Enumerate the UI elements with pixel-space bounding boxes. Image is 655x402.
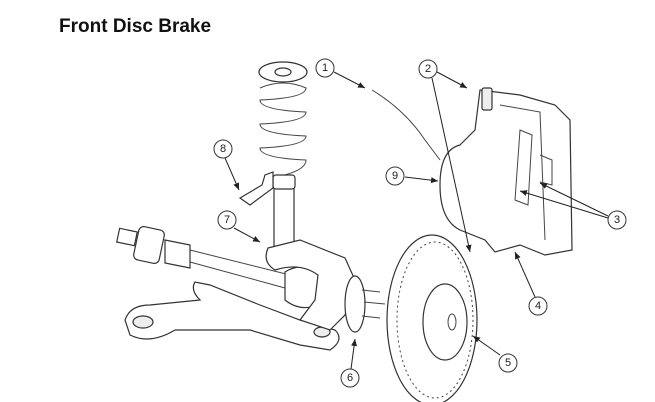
svg-text:2: 2 bbox=[425, 63, 431, 75]
strut-assembly bbox=[238, 61, 308, 248]
svg-text:4: 4 bbox=[535, 300, 541, 312]
svg-text:1: 1 bbox=[322, 62, 328, 74]
callout-3: 3 bbox=[607, 210, 627, 230]
callout-7: 7 bbox=[217, 210, 237, 230]
callout-8: 8 bbox=[213, 139, 233, 159]
svg-text:9: 9 bbox=[392, 170, 398, 182]
callout-2: 2 bbox=[418, 59, 438, 79]
callout-1: 1 bbox=[315, 58, 335, 78]
svg-text:7: 7 bbox=[224, 214, 230, 226]
wheel-hub bbox=[344, 275, 386, 333]
page-title: Front Disc Brake bbox=[59, 16, 212, 37]
steering-knuckle bbox=[265, 239, 356, 331]
svg-text:6: 6 bbox=[347, 372, 353, 384]
callout-9: 9 bbox=[385, 166, 405, 186]
svg-text:8: 8 bbox=[220, 143, 226, 155]
callout-6: 6 bbox=[340, 368, 360, 388]
callout-5: 5 bbox=[498, 353, 518, 373]
lower-control-arm bbox=[124, 281, 340, 351]
callout-arrows bbox=[224, 71, 609, 370]
drive-shaft bbox=[116, 225, 326, 309]
brake-rotor bbox=[386, 234, 478, 402]
callout-4: 4 bbox=[528, 296, 548, 316]
svg-text:3: 3 bbox=[614, 214, 620, 226]
brake-hose bbox=[371, 89, 441, 161]
brake-caliper bbox=[439, 87, 573, 256]
svg-text:5: 5 bbox=[505, 357, 511, 369]
